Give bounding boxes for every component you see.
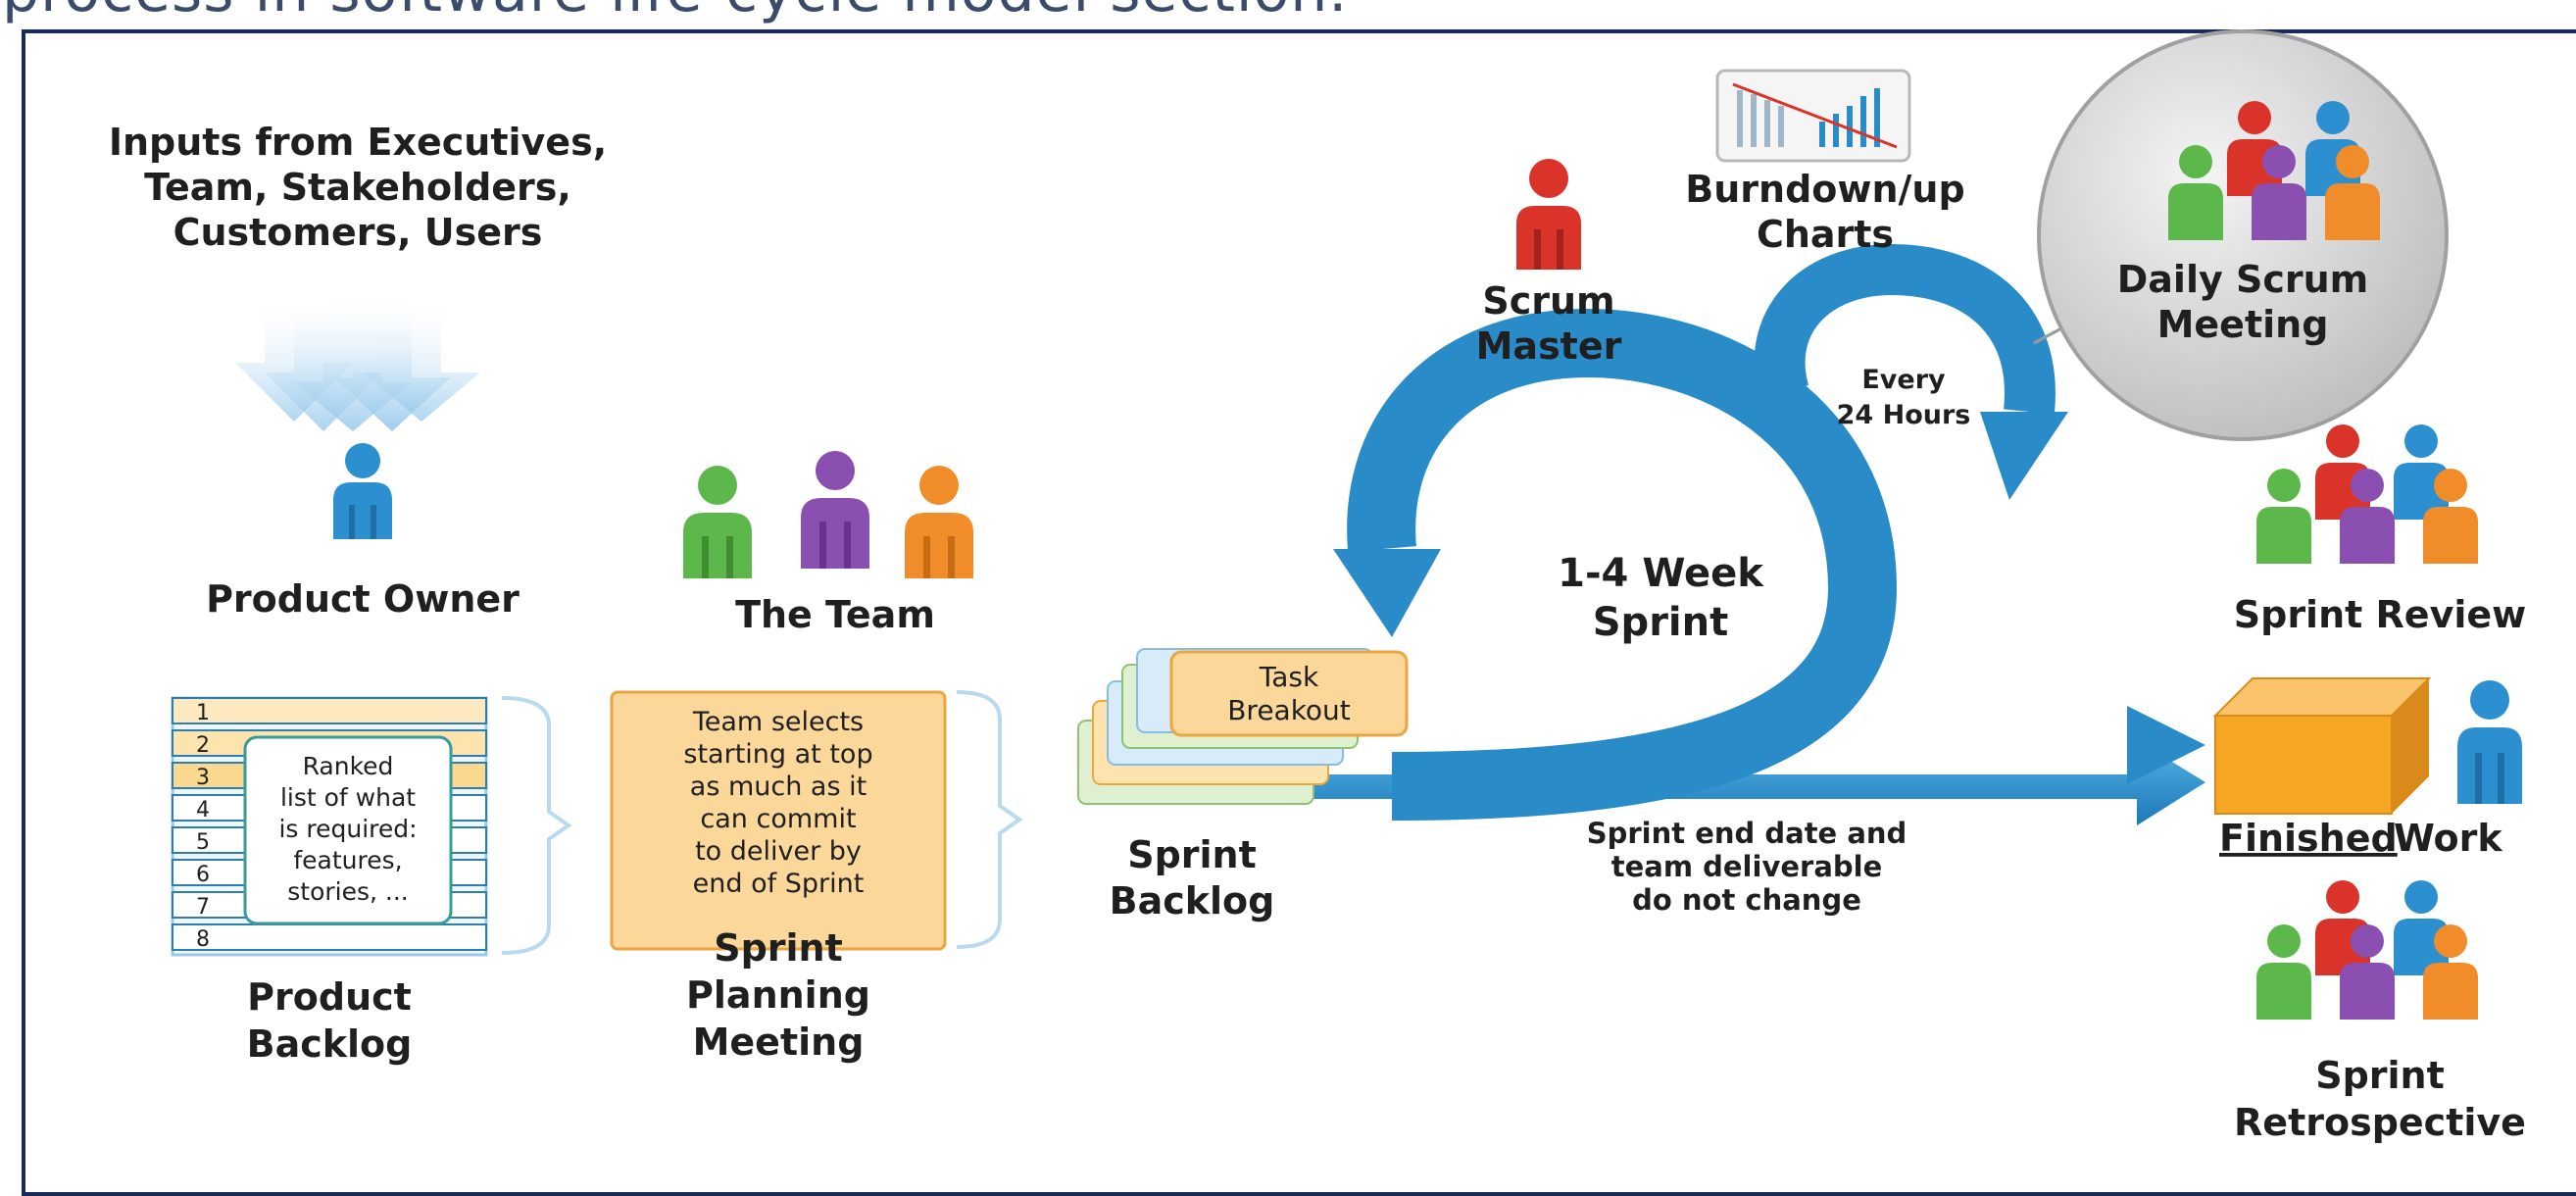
finished-work-box-icon [2212,677,2432,815]
daily-loop-arrow-icon [1741,243,2068,500]
daily-scrum-label-2: Meeting [2157,303,2329,346]
caption: process in software life-cycle model sec… [2,0,1348,25]
backlog-row-5: 5 [196,830,210,855]
daily-scrum-label-1: Daily Scrum [2117,258,2369,301]
planning-note-6: end of Sprint [693,869,865,899]
inputs-line-1: Inputs from Executives, [109,121,607,164]
backlog-row-3: 3 [196,766,210,790]
backlog-note-5: stories, ... [287,877,409,906]
planning-note-3: as much as it [690,772,867,802]
backlog-note-4: features, [293,846,402,874]
sprint-note-1: Sprint end date and [1587,817,1907,850]
team-people-icon [683,451,973,578]
sprint-backlog-label-1: Sprint [1127,833,1257,876]
scrum-master-person-icon [1516,159,1581,270]
finished-work-person-icon [2457,680,2522,804]
sprint-planning-label-2: Planning [686,973,870,1017]
sprint-backlog-label-2: Backlog [1110,879,1275,922]
backlog-row-6: 6 [196,863,210,887]
finished-label-underlined: Finished [2219,817,2398,860]
planning-note-4: can commit [700,804,856,834]
the-team-label: The Team [735,593,935,636]
sprint-retro-label-2: Retrospective [2234,1101,2526,1144]
sprint-loop-text-1: 1-4 Week [1558,551,1764,596]
sprint-retro-label-1: Sprint [2315,1054,2445,1097]
sprint-note-2: team deliverable [1611,850,1883,883]
daily-loop-text-1: Every [1861,365,1946,395]
product-backlog-label-2: Backlog [247,1022,413,1066]
planning-note-1: Team selects [692,707,864,737]
daily-loop-text-2: 24 Hours [1837,400,1971,430]
daily-scrum-circle [2033,29,2449,441]
scrum-master-label-2: Master [1476,324,1622,368]
product-backlog-label-1: Product [247,975,412,1019]
scrum-diagram: Inputs from Executives, Team, Stakeholde… [109,29,2527,1144]
sprint-loop-text-2: Sprint [1593,600,1728,645]
product-backlog-list: 1 2 3 4 5 6 7 8 Ranked list of what is r… [171,696,572,957]
task-breakout-text-2: Breakout [1227,694,1351,726]
inputs-line-3: Customers, Users [173,211,543,254]
sprint-planning-label-1: Sprint [714,926,843,970]
planning-note-5: to deliver by [695,836,862,867]
backlog-note-3: is required: [278,815,417,843]
sprint-loop-arrow-icon [1313,308,2205,825]
planning-note-2: starting at top [683,739,872,770]
input-arrows-icon [235,294,480,431]
sprint-backlog-cards [1077,648,1409,805]
sprint-planning-note: Team selects starting at top as much as … [610,690,1023,951]
product-owner-label: Product Owner [206,577,520,621]
backlog-note-1: Ranked [303,752,394,780]
inputs-line-2: Team, Stakeholders, [144,166,571,209]
backlog-row-4: 4 [196,798,210,822]
scrum-master-label-1: Scrum [1482,279,1614,323]
backlog-row-8: 8 [196,927,210,952]
backlog-row-2: 2 [196,733,210,758]
backlog-note-2: list of what [280,783,416,812]
task-breakout-text-1: Task [1259,661,1319,693]
daily-scrum-people-icon [2168,101,2380,240]
product-owner-person-icon [333,443,392,539]
sprint-note-3: do not change [1632,883,1861,917]
burndown-label-1: Burndown/up [1685,168,1964,211]
burndown-label-2: Charts [1757,213,1894,256]
sprint-retro-people-icon [2256,880,2478,1020]
inputs-text: Inputs from Executives, Team, Stakeholde… [109,121,607,254]
burndown-chart-icon [1715,69,1911,163]
sprint-review-people-icon [2256,424,2478,564]
sprint-review-label: Sprint Review [2234,593,2527,636]
backlog-row-7: 7 [196,895,210,920]
sprint-planning-label-3: Meeting [693,1021,865,1064]
backlog-row-1: 1 [196,701,210,725]
finished-label-rest: Work [2394,817,2502,860]
